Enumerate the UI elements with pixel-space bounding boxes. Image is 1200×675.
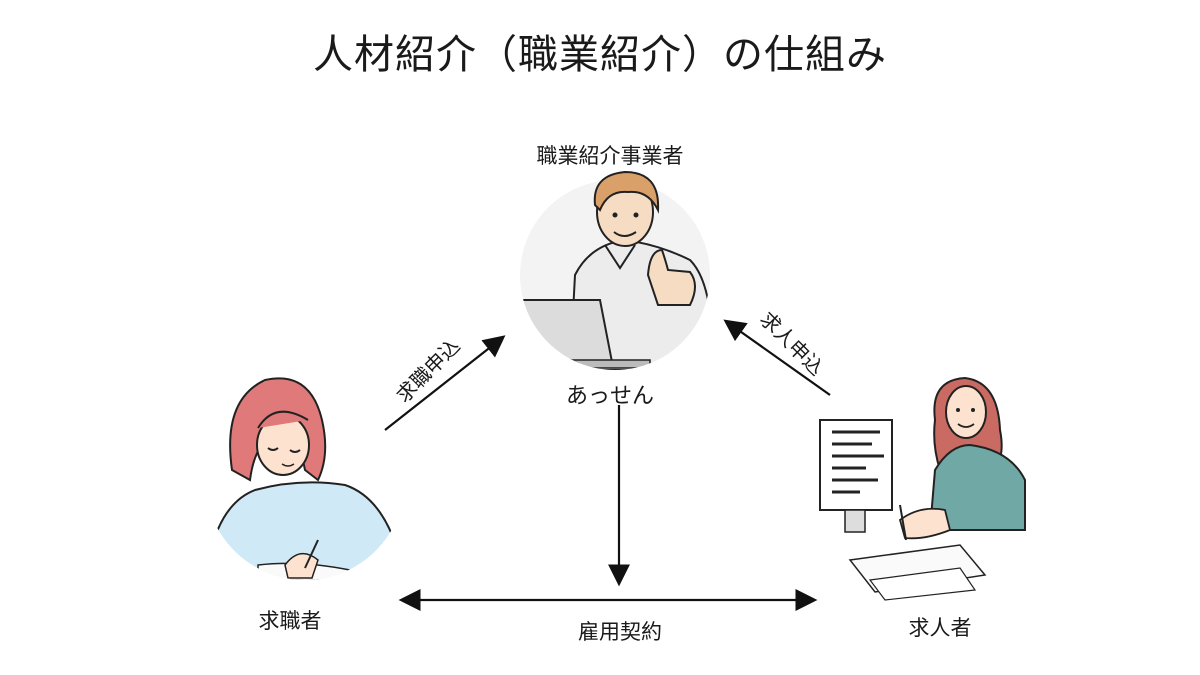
agency-name-label: あっせん [565,384,654,409]
employer-illustration [819,376,1026,601]
arrow-employer-to-agency [723,319,831,396]
arrow-seeker-to-agency [384,335,506,431]
employer-label: 求人者 [908,616,972,640]
agency-role-label: 職業紹介事業者 [536,144,684,168]
contract-label: 雇用契約 [578,620,662,644]
seeker-label: 求職者 [258,609,322,633]
seeker-illustration [205,377,405,580]
agency-illustration [520,170,710,370]
diagram-title: 人材紹介（職業紹介）の仕組み [313,32,887,78]
